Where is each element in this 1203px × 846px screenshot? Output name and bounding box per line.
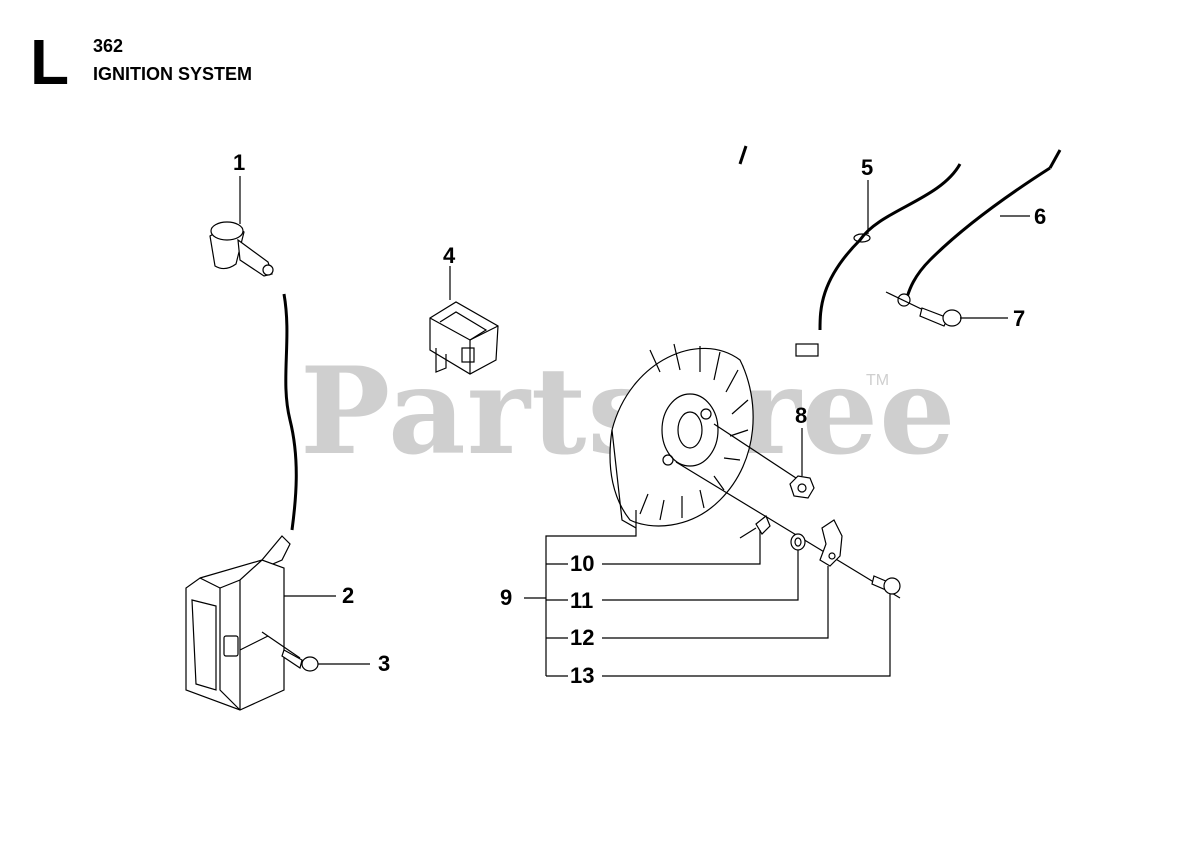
part-3-screw[interactable] <box>261 631 319 672</box>
part-7-screw[interactable] <box>885 291 962 327</box>
group-leader-lines <box>524 510 891 677</box>
callout-8: 8 <box>795 403 808 428</box>
part-12-clip[interactable] <box>819 519 843 567</box>
part-11-washer[interactable] <box>790 533 806 551</box>
callout-6: 6 <box>1034 204 1047 229</box>
axis-line-nut <box>713 423 797 479</box>
model-number: 362 <box>93 36 124 56</box>
part-6-ground-cable[interactable] <box>897 149 1062 307</box>
callout-2: 2 <box>342 583 355 608</box>
section-title: IGNITION SYSTEM <box>93 64 253 84</box>
callout-5: 5 <box>861 155 874 180</box>
callout-10: 10 <box>570 551 595 576</box>
callout-13: 13 <box>570 663 595 688</box>
callout-1: 1 <box>233 150 246 175</box>
callout-11: 11 <box>570 588 594 613</box>
callout-7: 7 <box>1013 306 1026 331</box>
part-5-short-circuit-cable[interactable] <box>738 145 962 357</box>
callout-9: 9 <box>500 585 513 610</box>
axis-line-key <box>675 461 901 599</box>
callout-12: 12 <box>570 625 595 650</box>
part-4-stop-switch[interactable] <box>429 301 499 375</box>
ignition-lead <box>282 293 298 531</box>
section-letter: L <box>30 26 70 98</box>
part-10-key[interactable] <box>739 515 771 539</box>
part-1-spark-plug-boot[interactable] <box>209 221 274 277</box>
callout-3: 3 <box>378 651 391 676</box>
part-13-screw[interactable] <box>871 575 901 595</box>
watermark-trademark: TM <box>866 372 890 389</box>
callout-4: 4 <box>443 243 456 268</box>
part-9-flywheel[interactable] <box>609 343 754 529</box>
part-2-ignition-module[interactable] <box>185 535 291 711</box>
part-8-nut[interactable] <box>789 475 815 499</box>
